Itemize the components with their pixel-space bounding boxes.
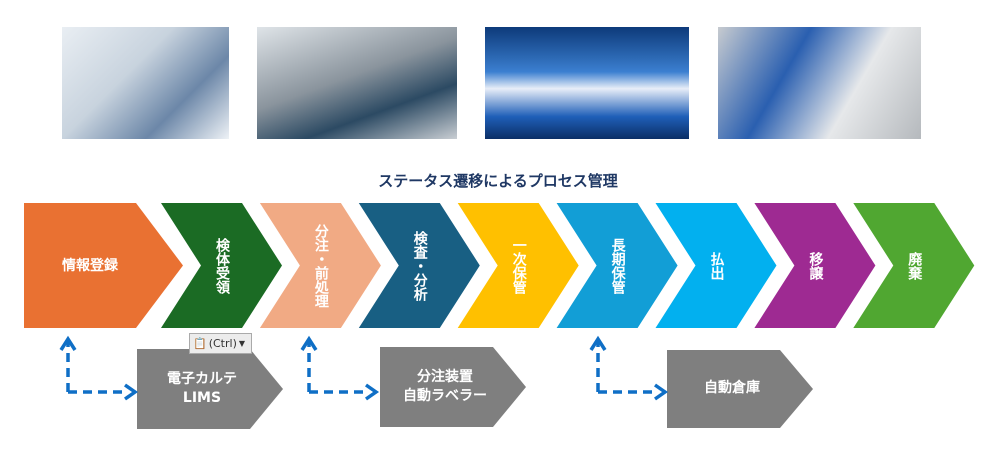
freezer-storage-photo (718, 27, 921, 139)
process-step-label: 一次保管 (510, 237, 527, 294)
process-step-label: 移譲 (807, 251, 824, 280)
process-step-label: 検体受領 (214, 237, 230, 294)
process-step-chevron (24, 203, 183, 328)
process-step-label: 払出 (708, 251, 725, 280)
chevron-down-icon: ▼ (238, 339, 246, 348)
system-box (380, 347, 526, 427)
system-label-line1: 電子カルテ (167, 371, 237, 387)
process-step-label: 情報登録 (62, 257, 118, 274)
process-step-label: 廃棄 (906, 251, 923, 280)
process-step-chevron (853, 203, 975, 328)
process-step-chevron (161, 203, 282, 328)
system-label-line2: 自動ラベラー (403, 388, 487, 404)
system-box (667, 350, 813, 428)
process-step-chevron (754, 203, 876, 328)
centrifuge-photo (257, 27, 457, 139)
system-box (137, 349, 283, 429)
process-step-label: 長期保管 (609, 237, 626, 294)
process-step-label: 分注・前処理 (312, 223, 329, 308)
process-step-chevron (358, 203, 480, 328)
process-step-chevron (457, 203, 579, 328)
page-title: ステータス遷移によるプロセス管理 (378, 172, 618, 190)
pipette-rack-photo (485, 27, 689, 139)
system-label-line1: 分注装置 (417, 369, 473, 385)
process-step-chevron (556, 203, 678, 328)
dashed-arrow-icon (589, 335, 669, 401)
process-step-chevron (259, 203, 381, 328)
paste-label: (Ctrl) (208, 337, 237, 350)
dashed-arrow-icon (59, 335, 139, 401)
clipboard-icon: 📋 (193, 337, 207, 350)
system-label: 分注装置自動ラベラー (380, 368, 510, 406)
system-label: 自動倉庫 (667, 379, 797, 398)
system-label: 電子カルテ LIMS (137, 370, 267, 408)
process-step-chevron (655, 203, 777, 328)
dashed-arrow-icon (300, 335, 380, 401)
paste-options-button[interactable]: 📋 (Ctrl) ▼ (189, 333, 252, 354)
lab-workstation-photo (62, 27, 229, 139)
process-step-label: 検査・分析 (411, 230, 428, 301)
system-label-line1: 自動倉庫 (704, 380, 760, 396)
system-label-line2: LIMS (182, 390, 222, 406)
